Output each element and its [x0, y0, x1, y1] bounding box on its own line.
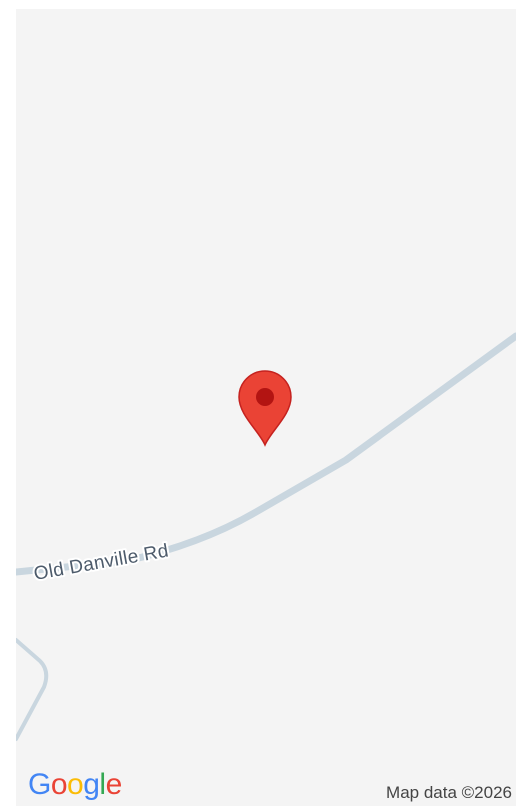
- map-pin-icon[interactable]: [238, 370, 292, 447]
- road-label: Old Danville Rd: [32, 541, 170, 585]
- logo-letter: e: [105, 768, 123, 801]
- logo-letter: l: [99, 768, 106, 801]
- logo-letter: G: [28, 768, 51, 801]
- map-layer: Old Danville Rd: [16, 332, 516, 741]
- logo-letter: o: [67, 768, 84, 801]
- logo-letter: g: [83, 768, 100, 801]
- road-old-danville-rd: [16, 332, 516, 576]
- google-logo: Google: [28, 770, 122, 800]
- road-minor: [16, 638, 49, 741]
- map-attribution[interactable]: Map data ©2026: [380, 779, 516, 806]
- logo-letter: o: [50, 768, 68, 801]
- map-canvas[interactable]: Old Danville Rd Google Map data ©2026: [16, 9, 516, 806]
